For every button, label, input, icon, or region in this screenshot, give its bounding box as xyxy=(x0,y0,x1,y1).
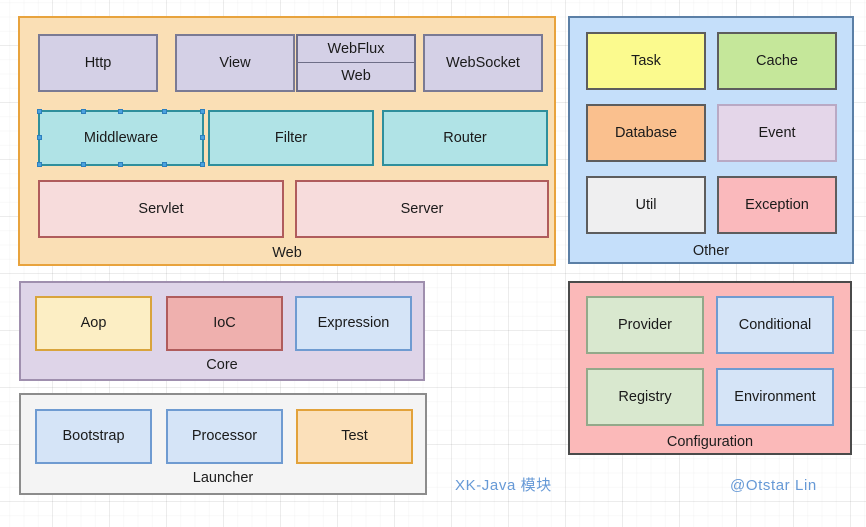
group-configuration-label: Configuration xyxy=(666,434,754,450)
node-middleware-label: Middleware xyxy=(83,129,159,146)
node-aop[interactable]: Aop xyxy=(35,296,152,351)
group-launcher-label: Launcher xyxy=(192,470,254,486)
node-registry[interactable]: Registry xyxy=(586,368,704,426)
node-filter[interactable]: Filter xyxy=(208,110,374,166)
node-conditional[interactable]: Conditional xyxy=(716,296,834,354)
node-database-label: Database xyxy=(614,124,678,141)
title-watermark: XK-Java 模块 xyxy=(455,477,552,494)
node-event[interactable]: Event xyxy=(717,104,837,162)
node-websocket-label: WebSocket xyxy=(446,54,520,71)
node-bootstrap-label: Bootstrap xyxy=(62,428,125,445)
node-processor[interactable]: Processor xyxy=(166,409,283,464)
resize-handle-n3[interactable] xyxy=(161,109,167,114)
node-server[interactable]: Server xyxy=(295,180,549,238)
group-other-label: Other xyxy=(692,243,730,259)
resize-handle-e[interactable] xyxy=(200,135,205,140)
resize-handle-s[interactable] xyxy=(118,162,123,167)
node-ioc[interactable]: IoC xyxy=(166,296,283,351)
node-servlet[interactable]: Servlet xyxy=(38,180,284,238)
resize-handle-n[interactable] xyxy=(118,109,123,114)
node-aop-label: Aop xyxy=(80,315,107,332)
node-provider[interactable]: Provider xyxy=(586,296,704,354)
resize-handle-s3[interactable] xyxy=(161,162,167,167)
node-environment-label: Environment xyxy=(734,388,816,405)
node-exception[interactable]: Exception xyxy=(717,176,837,234)
resize-handle-sw[interactable] xyxy=(37,162,42,167)
resize-handle-w[interactable] xyxy=(37,135,42,140)
resize-handle-nw[interactable] xyxy=(37,109,42,114)
node-websocket[interactable]: WebSocket xyxy=(423,34,543,92)
node-test-label: Test xyxy=(341,428,368,445)
resize-handle-se[interactable] xyxy=(200,162,205,167)
node-view-label: View xyxy=(219,54,251,71)
node-http-label: Http xyxy=(84,54,112,71)
node-ioc-label: IoC xyxy=(213,315,236,332)
node-router[interactable]: Router xyxy=(382,110,548,166)
node-bootstrap[interactable]: Bootstrap xyxy=(35,409,152,464)
node-provider-label: Provider xyxy=(618,316,672,333)
node-conditional-label: Conditional xyxy=(738,316,812,333)
node-filter-label: Filter xyxy=(274,129,308,146)
resize-handle-s2[interactable] xyxy=(80,162,86,167)
node-task[interactable]: Task xyxy=(586,32,706,90)
node-exception-label: Exception xyxy=(745,196,809,213)
resize-handle-n2[interactable] xyxy=(80,109,86,114)
author-watermark: @Otstar Lin xyxy=(730,477,817,494)
node-webflux-web-label-bottom: Web xyxy=(341,68,371,85)
node-expression[interactable]: Expression xyxy=(295,296,412,351)
node-util[interactable]: Util xyxy=(586,176,706,234)
node-registry-label: Registry xyxy=(618,388,672,405)
node-environment[interactable]: Environment xyxy=(716,368,834,426)
node-util-label: Util xyxy=(635,196,657,213)
node-test[interactable]: Test xyxy=(296,409,413,464)
node-cache[interactable]: Cache xyxy=(717,32,837,90)
node-middleware[interactable]: Middleware xyxy=(37,109,205,167)
node-router-label: Router xyxy=(443,129,487,146)
node-webflux-web-label-top: WebFlux xyxy=(298,36,414,63)
node-servlet-label: Servlet xyxy=(138,200,184,217)
group-web-label: Web xyxy=(272,245,302,261)
node-cache-label: Cache xyxy=(756,52,798,69)
node-http[interactable]: Http xyxy=(38,34,158,92)
node-processor-label: Processor xyxy=(191,428,258,445)
group-core-label: Core xyxy=(206,357,238,373)
node-database[interactable]: Database xyxy=(586,104,706,162)
node-task-label: Task xyxy=(631,52,661,69)
node-event-label: Event xyxy=(758,124,796,141)
node-expression-label: Expression xyxy=(317,315,390,332)
resize-handle-ne[interactable] xyxy=(200,109,205,114)
node-server-label: Server xyxy=(400,200,444,217)
node-view[interactable]: View xyxy=(175,34,295,92)
